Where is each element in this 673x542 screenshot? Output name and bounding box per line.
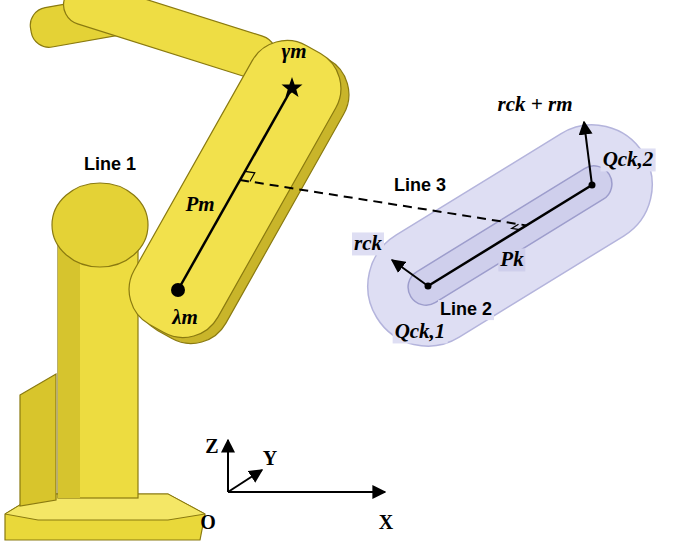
robot-column (58, 240, 138, 498)
endpoint-dot (171, 283, 185, 297)
axis-label: X (377, 511, 395, 533)
capsule-outer (345, 102, 673, 368)
radius-label: rck (352, 232, 384, 255)
segment-line (428, 185, 592, 286)
line-label: Line 1 (82, 155, 138, 175)
point-label: Qck,1 (393, 320, 448, 343)
axis-arrow (228, 491, 385, 493)
axis-label: Y (261, 447, 279, 469)
robot-side-panel (20, 374, 56, 506)
point-label: Qck,2 (601, 148, 656, 171)
right-angle-mark (245, 171, 255, 181)
axis-arrow (228, 470, 262, 492)
distance-line (240, 180, 526, 225)
point-label: Pk (498, 248, 525, 271)
point-label: γm (279, 40, 308, 63)
radius-arrow (392, 260, 428, 286)
segment-line (178, 88, 292, 290)
axis-label: Z (203, 435, 220, 457)
endpoint-star (282, 77, 303, 97)
robot-column-shade (58, 240, 80, 498)
radius-label: rck + rm (496, 93, 575, 116)
robot-link (115, 26, 356, 352)
line-label: Line 2 (438, 300, 494, 320)
line-label: Line 3 (392, 176, 448, 196)
axis-label: O (198, 511, 218, 533)
radius-arrow (584, 122, 592, 185)
point-label: Pm (183, 193, 216, 216)
right-angle-mark (512, 224, 520, 229)
point-label: λm (170, 306, 200, 329)
axis-arrow (227, 440, 229, 492)
robot-shoulder (52, 183, 148, 267)
